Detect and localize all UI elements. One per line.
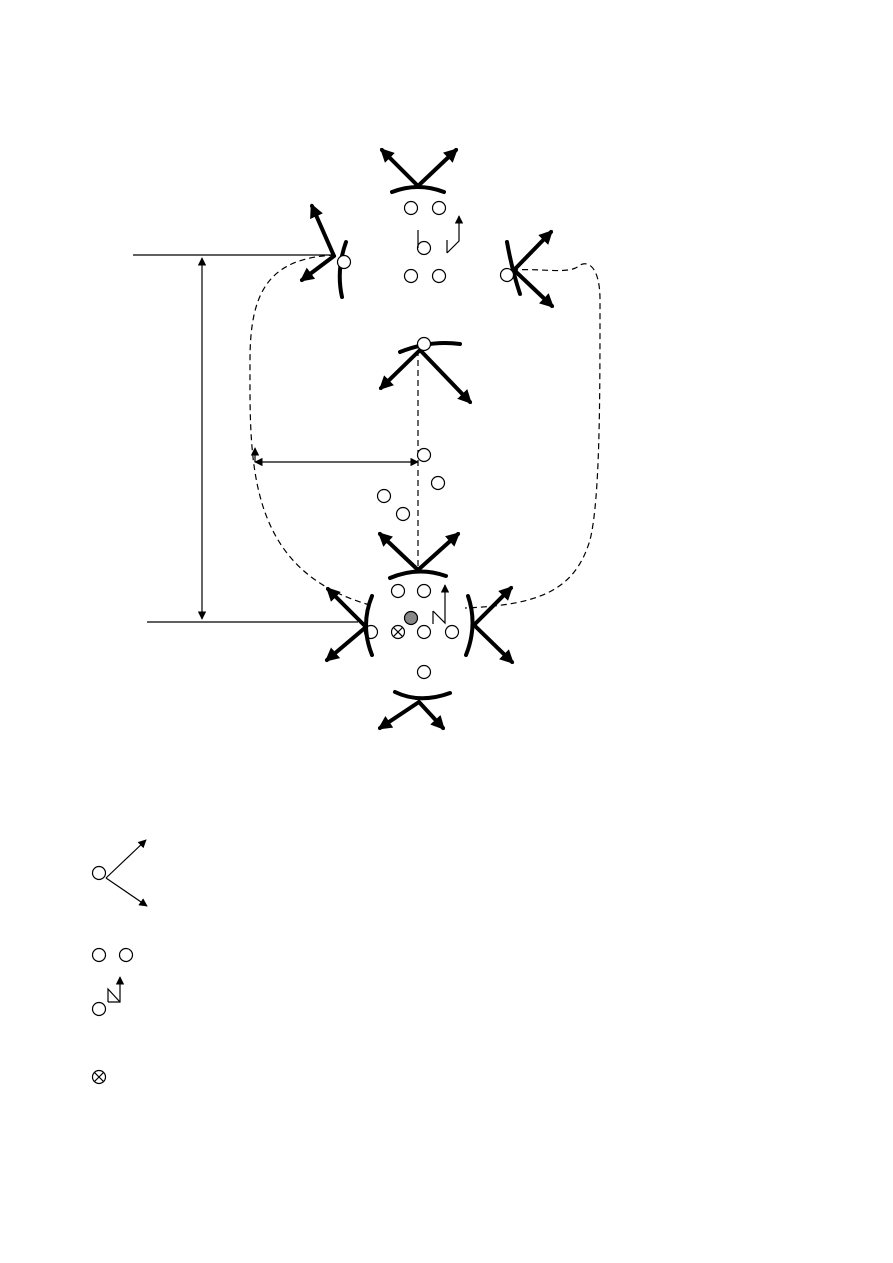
- player: [416, 664, 432, 680]
- arrow-icon: [380, 148, 420, 188]
- crossed-player-icon: [390, 624, 406, 640]
- arrow-icon: [418, 348, 472, 405]
- arrow-icon: [377, 532, 420, 572]
- arrow-icon: [512, 229, 553, 272]
- player: [416, 624, 432, 640]
- arrow-icon: [310, 203, 336, 258]
- legend-zigzag-run-icon: [91, 976, 125, 1017]
- player: [444, 624, 460, 640]
- right-boundary-curve: [464, 263, 601, 609]
- legend: [91, 839, 148, 1085]
- player: [430, 475, 446, 491]
- arrow-icon: [472, 623, 515, 664]
- player: [403, 268, 419, 284]
- dashed-boundary: [249, 254, 601, 609]
- player: [395, 506, 411, 522]
- vertical-dimension: [133, 254, 358, 623]
- player: [416, 583, 432, 599]
- player: [416, 240, 432, 256]
- arrow-icon: [417, 700, 445, 731]
- arrow-icon: [326, 587, 368, 629]
- arrow-icon: [299, 254, 336, 282]
- defender-arc: [393, 690, 452, 701]
- legend-player-pair-icon: [91, 947, 134, 963]
- player: [416, 336, 432, 352]
- player: [431, 268, 447, 284]
- player: [403, 200, 419, 216]
- defender-arc: [337, 240, 348, 299]
- player: [376, 488, 392, 504]
- defender-arc: [464, 594, 475, 657]
- zigzag-arrow-icon: [432, 584, 450, 625]
- arrow-icon: [472, 586, 513, 627]
- defender-arc: [388, 569, 448, 580]
- legend-fan-arrow-icon: [91, 839, 148, 907]
- horizontal-dimension: [250, 447, 419, 467]
- left-boundary-curve: [249, 254, 371, 606]
- top-formation: [299, 148, 555, 405]
- player: [336, 254, 352, 270]
- zigzag-arrow-icon: [446, 215, 464, 254]
- arrow-icon: [377, 700, 421, 730]
- player: [499, 267, 515, 283]
- player: [390, 583, 406, 599]
- player: [416, 447, 432, 463]
- player: [431, 200, 447, 216]
- arrow-icon: [416, 148, 459, 188]
- arrow-icon: [416, 532, 461, 572]
- middle-players: [376, 447, 446, 522]
- arrow-icon: [512, 268, 555, 308]
- arrow-icon: [324, 625, 368, 662]
- legend-crossed-player-icon: [91, 1069, 107, 1085]
- arrow-icon: [378, 348, 422, 390]
- bottom-formation: [324, 532, 515, 731]
- ball-carrier: [403, 610, 419, 626]
